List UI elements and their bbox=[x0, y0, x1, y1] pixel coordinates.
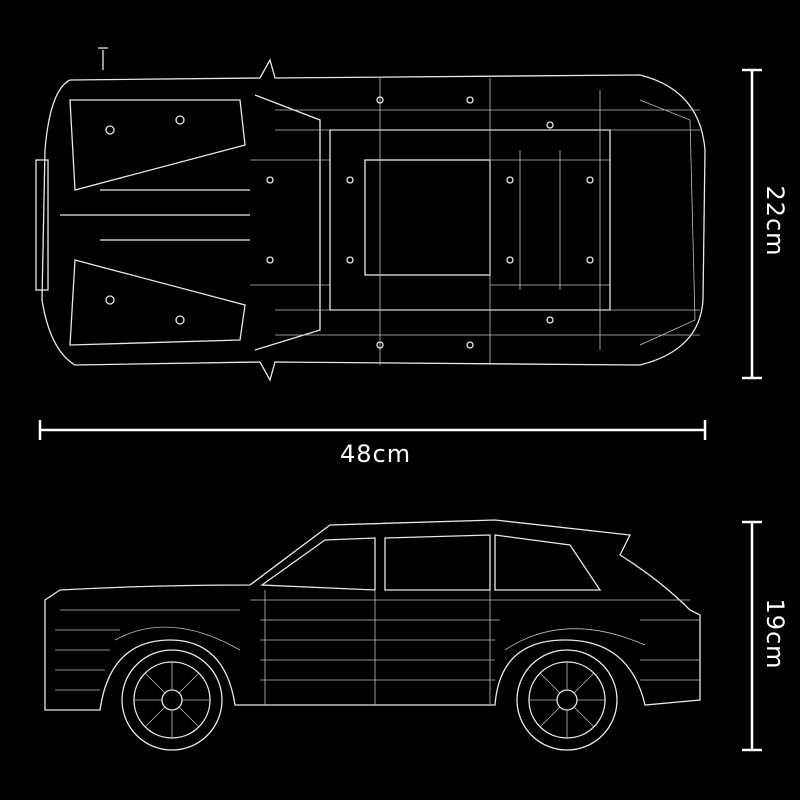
height-label: 19cm bbox=[761, 598, 789, 670]
length-label: 48cm bbox=[340, 440, 412, 468]
rivet-dots bbox=[105, 96, 594, 349]
car-top-view bbox=[35, 47, 706, 382]
length-dimension-line bbox=[38, 420, 707, 440]
rear-wheel bbox=[516, 649, 618, 751]
car-side-view bbox=[44, 519, 701, 751]
width-dimension-line bbox=[742, 68, 762, 380]
width-label: 22cm bbox=[761, 185, 789, 257]
front-wheel bbox=[121, 649, 223, 751]
height-dimension-line bbox=[742, 520, 762, 752]
